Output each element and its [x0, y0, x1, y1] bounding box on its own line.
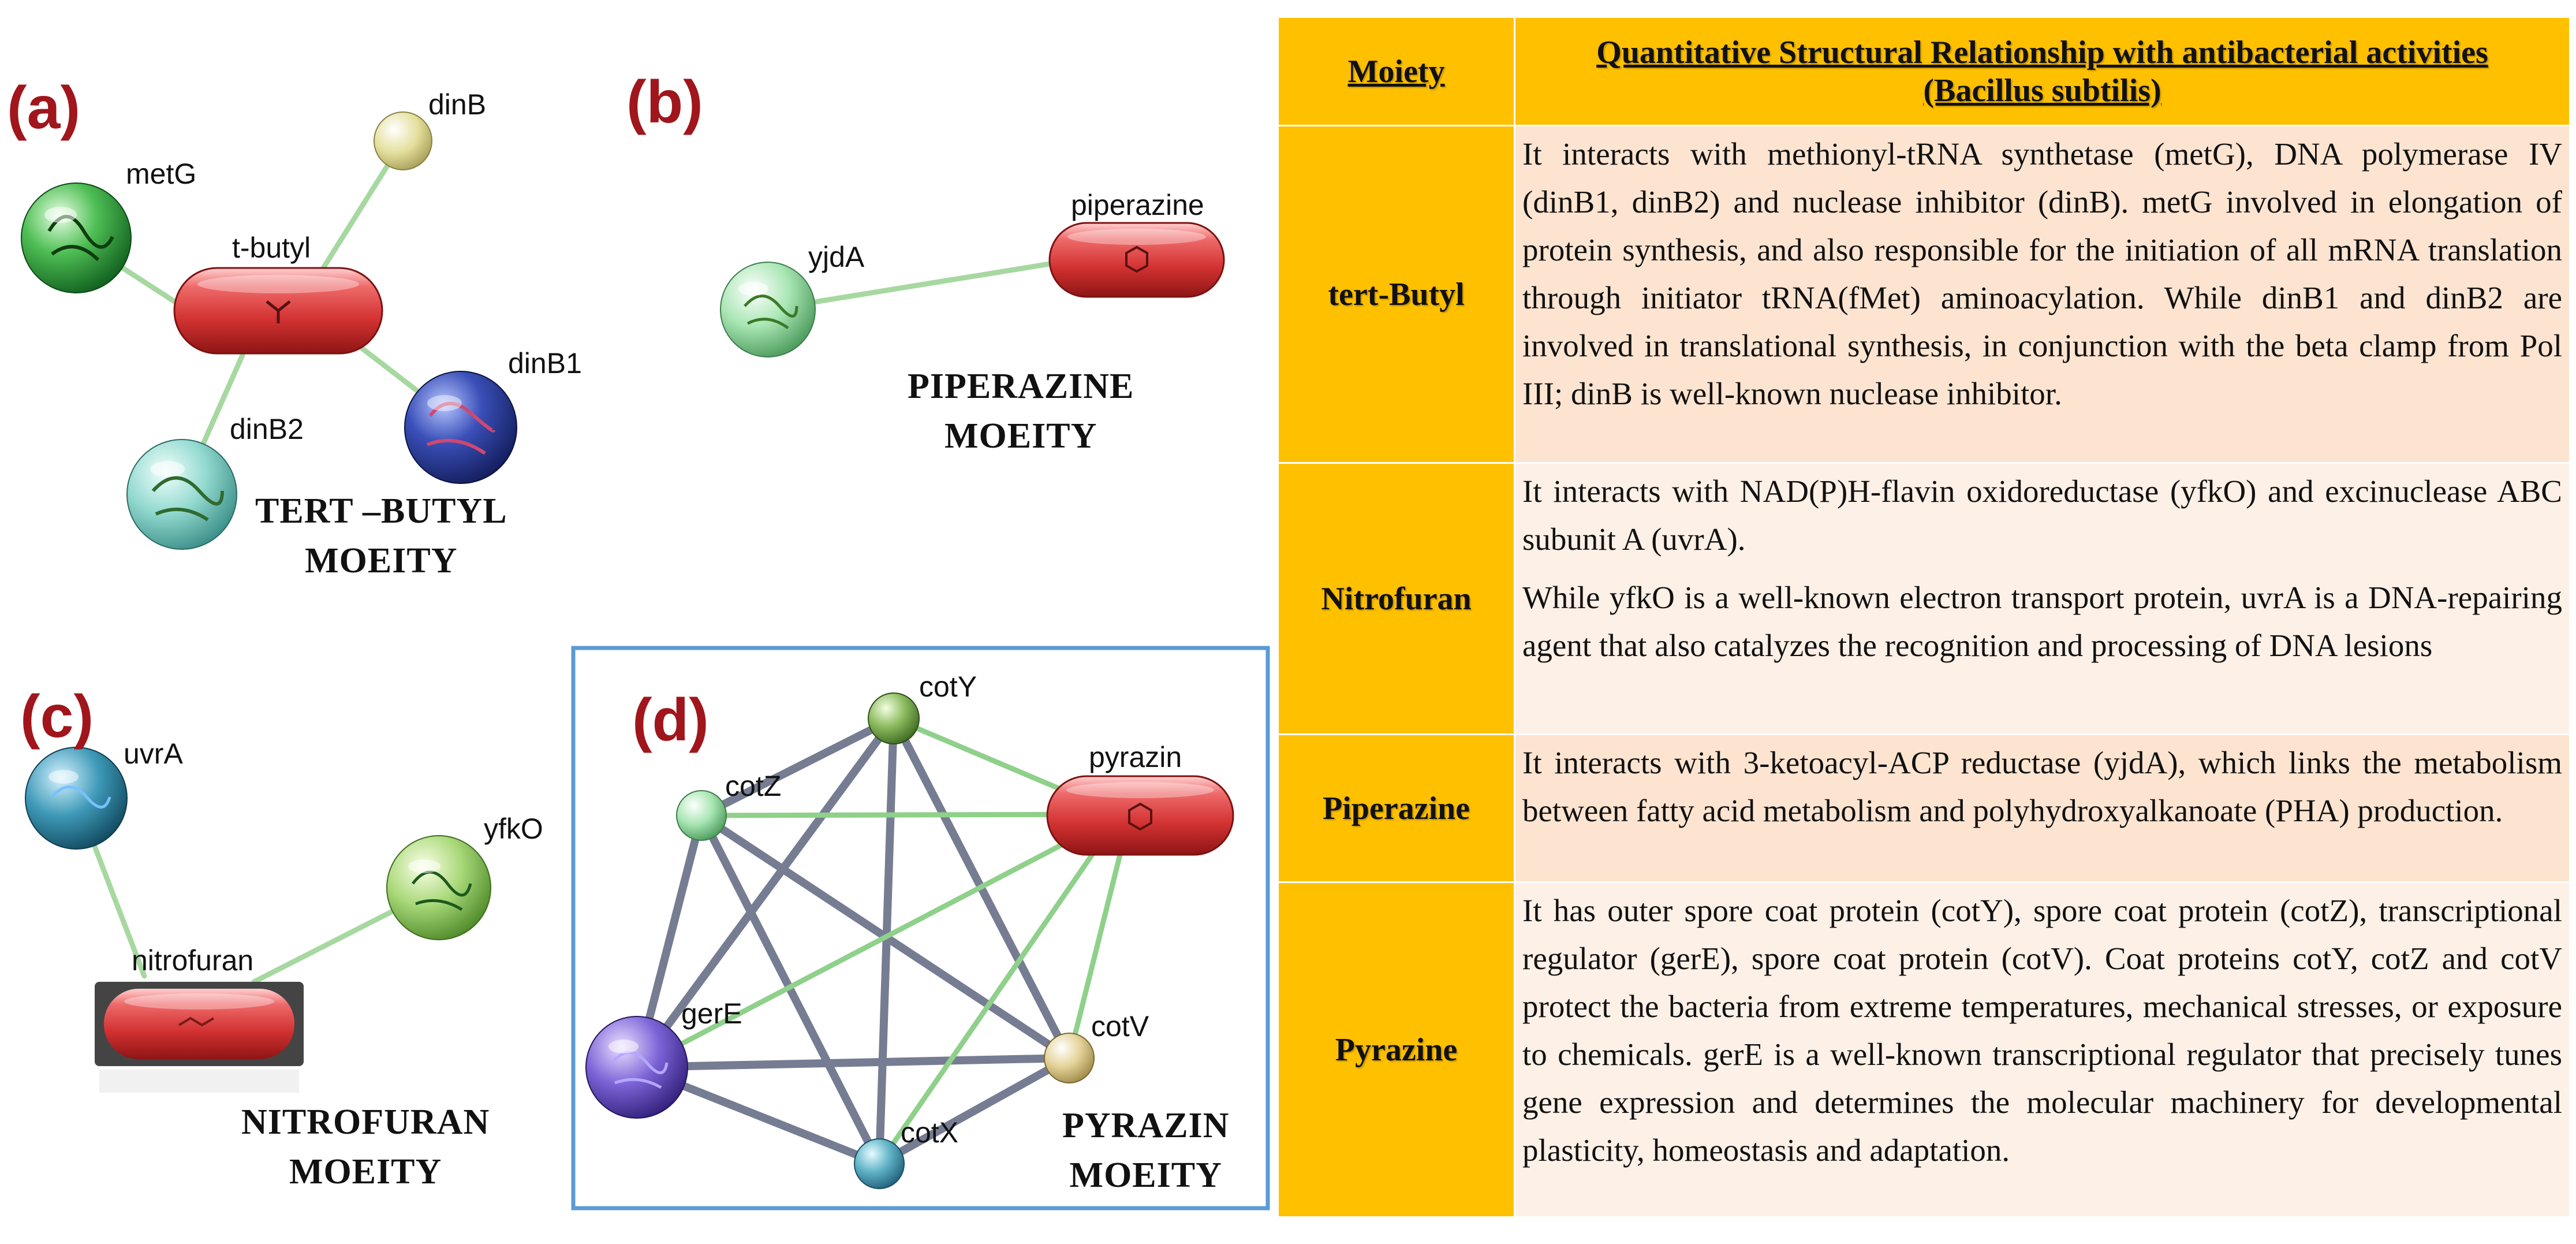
table-header-row: Moiety Quantitative Structural Relations… — [1277, 16, 2571, 126]
yfkO-node[interactable] — [386, 835, 491, 940]
yjdA-node[interactable] — [720, 262, 816, 357]
panel-b-label: (b) — [626, 69, 703, 136]
panel-c-title-line1: NITROFURAN — [241, 1103, 490, 1142]
dinB-label: dinB — [428, 88, 487, 121]
description-text: While yfkO is a well-known electron tran… — [1522, 580, 2562, 663]
metG-label: metG — [126, 158, 197, 190]
dinB2-node[interactable] — [126, 439, 237, 550]
panel-a-title-line1: TERT –BUTYL — [255, 491, 507, 531]
panel-c-title: NITROFURAN MOEITY — [241, 1097, 490, 1197]
panel-d-frame — [571, 646, 1270, 1211]
gerE-label: gerE — [681, 997, 742, 1030]
header-moiety: Moiety — [1277, 16, 1515, 126]
table-row: Pyrazine It has outer spore coat protein… — [1277, 881, 2571, 1218]
panel-c-edges — [73, 795, 442, 985]
cotX-label: cotX — [901, 1116, 959, 1149]
panel-d-title-line1: PYRAZIN — [1062, 1106, 1230, 1145]
panel-a — [21, 111, 517, 550]
dinB-node[interactable] — [374, 111, 432, 170]
panel-d-protein-edges — [633, 714, 1073, 1168]
moiety-cell: Piperazine — [1277, 733, 1515, 883]
metG-node[interactable] — [21, 182, 132, 293]
moiety-cell: Nitrofuran — [1277, 462, 1515, 735]
pyrazin-node[interactable] — [1046, 775, 1234, 856]
moiety-cell: Pyrazine — [1277, 881, 1515, 1218]
dinB2-label: dinB2 — [230, 413, 304, 445]
description-cell: It interacts with NAD(P)H-flavin oxidore… — [1514, 462, 2571, 735]
nitrofuran-label: nitrofuran — [132, 944, 254, 977]
description-cell: It has outer spore coat protein (cotY), … — [1514, 881, 2571, 1218]
pyrazin-label: pyrazin — [1089, 741, 1182, 773]
uvrA-label: uvrA — [124, 738, 183, 770]
description-text: It interacts with NAD(P)H-flavin oxidore… — [1522, 474, 2562, 557]
description-text: It has outer spore coat protein (cotY), … — [1522, 893, 2562, 1168]
panel-a-title-line2: MOEITY — [305, 541, 458, 580]
description-text: It interacts with 3-ketoacyl-ACP reducta… — [1522, 745, 2562, 828]
yfkO-label: yfkO — [484, 813, 543, 845]
header-relationship: Quantitative Structural Relationship wit… — [1514, 16, 2571, 126]
yjdA-label: yjdA — [808, 241, 865, 273]
panel-a-title: TERT –BUTYL MOEITY — [255, 486, 507, 586]
panel-a-label: (a) — [7, 75, 81, 141]
header-relationship-line2: (Bacillus subtilis) — [1923, 72, 2161, 109]
cotZ-node[interactable] — [676, 790, 727, 841]
panel-d-title-line2: MOEITY — [1069, 1156, 1222, 1195]
panel-c-label: (c) — [20, 683, 94, 750]
relationship-table: Moiety Quantitative Structural Relations… — [1277, 16, 2571, 1218]
cotY-node[interactable] — [868, 692, 920, 744]
cotY-label: cotY — [919, 671, 977, 703]
t-butyl-label: t-butyl — [232, 232, 311, 264]
gerE-node[interactable] — [585, 1016, 688, 1119]
panel-c-title-line2: MOEITY — [289, 1152, 442, 1191]
panel-b — [720, 222, 1225, 357]
t-butyl-node[interactable] — [173, 267, 383, 355]
description-cell: It interacts with 3-ketoacyl-ACP reducta… — [1514, 733, 2571, 883]
cotV-label: cotV — [1091, 1010, 1149, 1042]
table-row: Nitrofuran It interacts with NAD(P)H-fla… — [1277, 462, 2571, 735]
panel-b-title-line2: MOEITY — [944, 416, 1097, 456]
table-row: tert-Butyl It interacts with methionyl-t… — [1277, 125, 2571, 464]
uvrA-node[interactable] — [25, 747, 128, 850]
piperazine-node[interactable] — [1048, 222, 1225, 298]
nitrofuran-node[interactable] — [95, 982, 304, 1093]
cotZ-label: cotZ — [725, 770, 782, 802]
dinB1-label: dinB1 — [508, 347, 582, 379]
moiety-cell: tert-Butyl — [1277, 125, 1515, 464]
cotV-node[interactable] — [1044, 1033, 1095, 1083]
cotX-node[interactable] — [854, 1138, 905, 1189]
header-relationship-line1: Quantitative Structural Relationship wit… — [1596, 34, 2488, 70]
description-text: It interacts with methionyl-tRNA synthet… — [1522, 136, 2562, 411]
panel-c — [25, 747, 491, 1093]
panel-d-title: PYRAZIN MOEITY — [1062, 1101, 1229, 1200]
panel-b-title-line1: PIPERAZINE — [908, 367, 1134, 406]
piperazine-label: piperazine — [1071, 189, 1204, 221]
panel-d-label: (d) — [632, 687, 709, 754]
panel-d — [585, 692, 1234, 1189]
dinB1-node[interactable] — [404, 371, 517, 484]
panel-b-title: PIPERAZINE MOEITY — [908, 362, 1134, 461]
table-row: Piperazine It interacts with 3-ketoacyl-… — [1277, 733, 2571, 883]
edge-yjdA-piperazine — [765, 260, 1059, 312]
description-cell: It interacts with methionyl-tRNA synthet… — [1514, 125, 2571, 464]
